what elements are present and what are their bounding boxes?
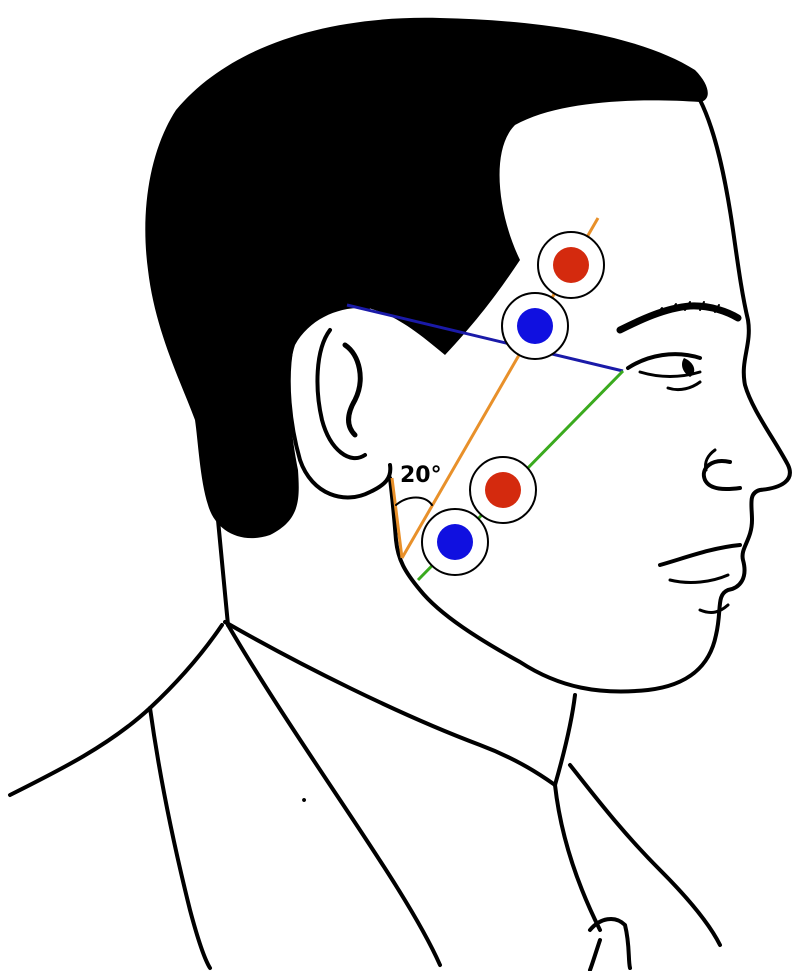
collar-left bbox=[228, 625, 440, 965]
eye-crease bbox=[668, 382, 700, 390]
ear bbox=[289, 306, 391, 498]
mouth bbox=[660, 545, 740, 565]
chin-crease bbox=[700, 605, 728, 612]
collar-right bbox=[555, 785, 600, 930]
upper-red-electrode bbox=[538, 232, 604, 298]
eyebrow bbox=[620, 306, 738, 330]
angle-label: 20° bbox=[400, 463, 442, 488]
upper-blue-electrode bbox=[502, 293, 568, 359]
lower-blue-electrode bbox=[422, 509, 488, 575]
lower-red-electrode bbox=[470, 457, 536, 523]
neck-front bbox=[555, 695, 575, 785]
lapel-line bbox=[150, 708, 210, 968]
tie-knot bbox=[590, 919, 630, 970]
shirt-dot bbox=[302, 798, 306, 802]
lower-lip bbox=[670, 575, 728, 582]
shoulder-left bbox=[10, 625, 222, 795]
nostril bbox=[704, 461, 740, 489]
hair bbox=[145, 18, 707, 538]
ear-to-eye-line bbox=[347, 305, 623, 371]
neck-back bbox=[218, 520, 228, 625]
angle-arc bbox=[396, 498, 432, 506]
ear-fold bbox=[345, 345, 360, 435]
nose-crease bbox=[705, 450, 715, 470]
